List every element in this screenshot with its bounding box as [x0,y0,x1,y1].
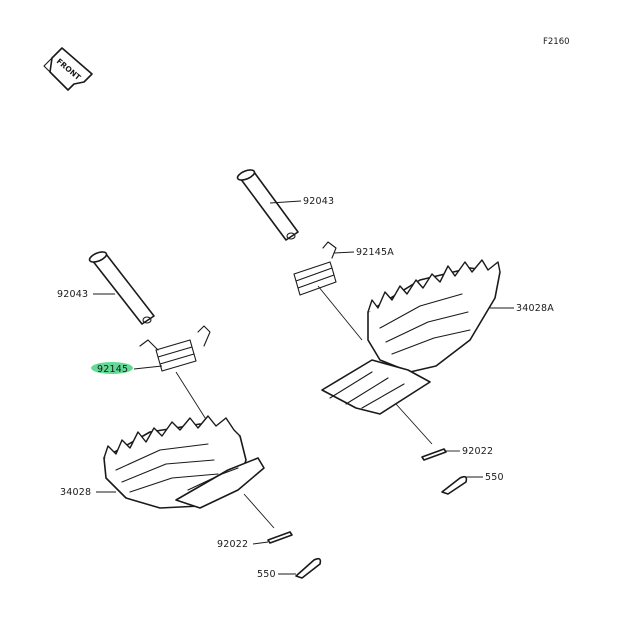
footpeg-left [103,415,265,509]
washer-right [421,448,447,461]
callout-spring-left: 92145 [97,364,128,375]
front-direction-icon: FRONT [43,47,93,91]
footpeg-right [321,259,501,415]
callout-washer-right: 92022 [462,446,493,457]
callout-highlight [91,362,133,374]
callout-footpeg-left: 34028 [60,487,91,498]
cotter-pin-right [441,475,468,495]
callout-pin-left: 92043 [57,289,88,300]
cotter-pin-left [295,557,322,579]
washer-left [267,531,293,544]
pin-right [236,169,299,241]
callout-footpeg-right: 34028A [516,303,554,314]
callout-spring-right: 92145A [356,247,394,258]
callout-washer-left: 92022 [217,539,248,550]
spring-right [293,241,337,296]
callout-cotter-left: 550 [257,569,276,580]
spring-left [139,325,211,372]
callout-pin-right: 92043 [303,196,334,207]
figure-code: F2160 [543,37,570,47]
pin-left [88,251,155,325]
callout-cotter-right: 550 [485,472,504,483]
